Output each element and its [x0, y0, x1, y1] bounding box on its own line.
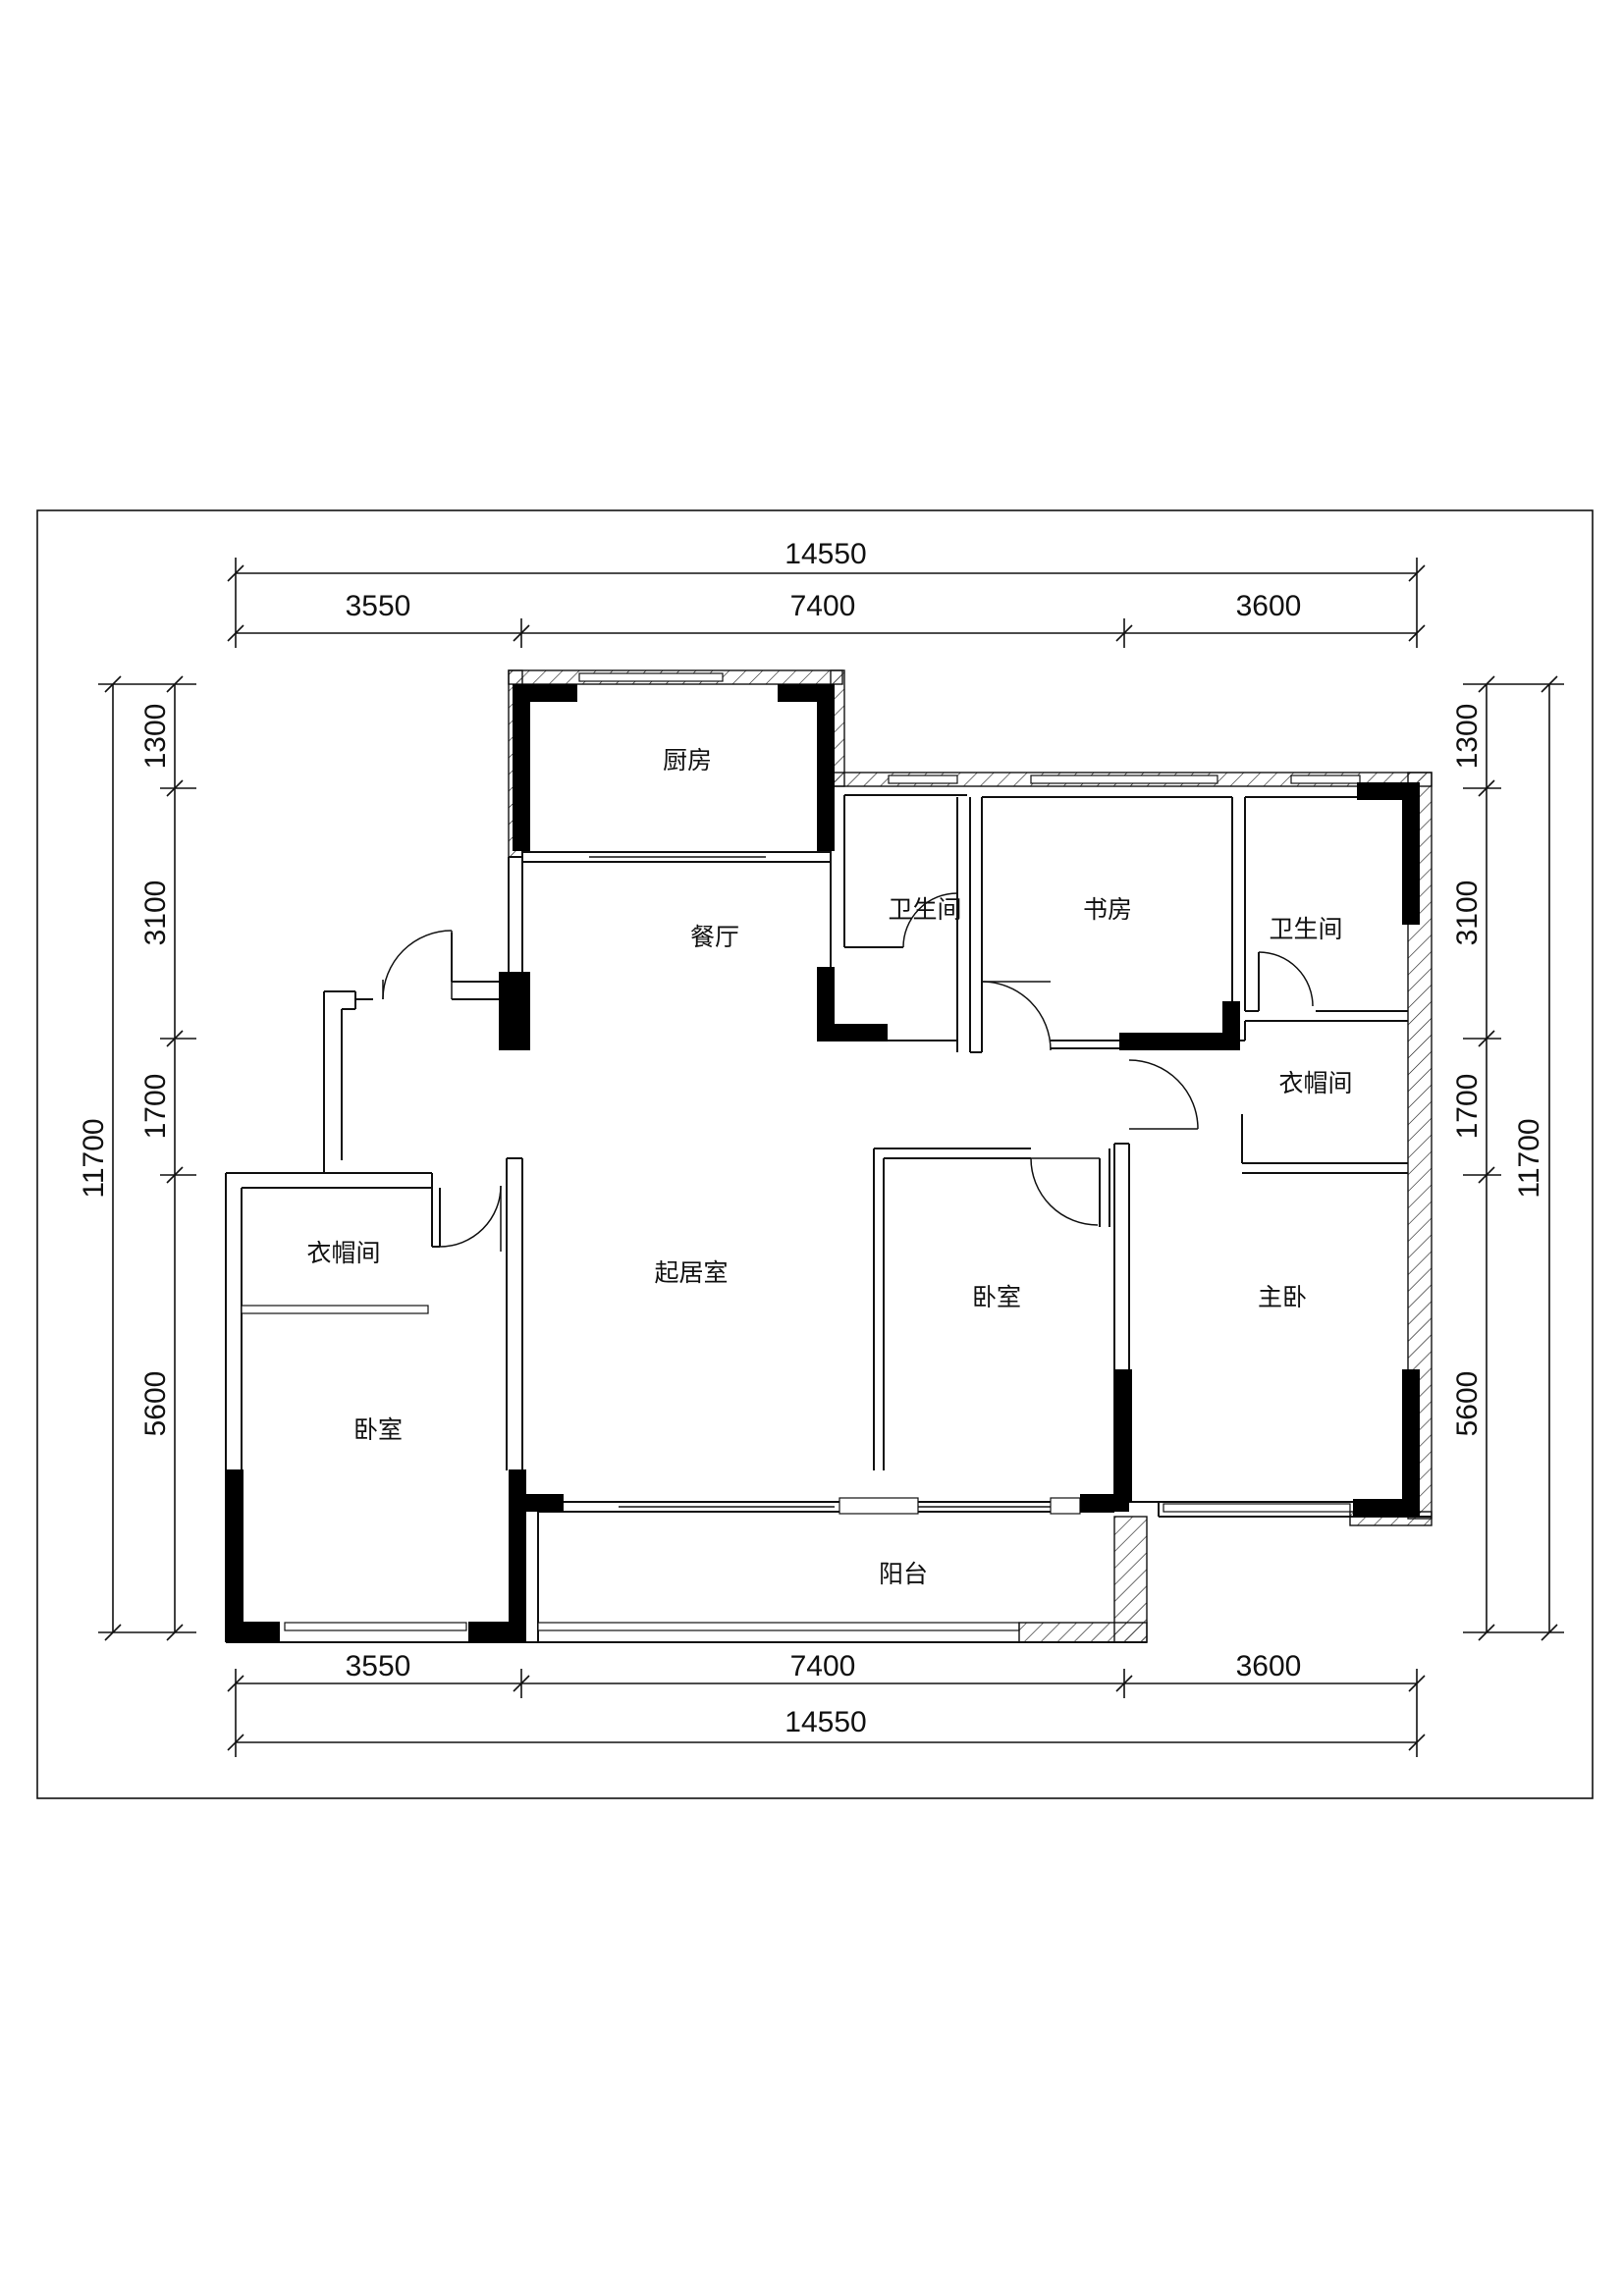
structural-columns: [226, 684, 1420, 1642]
room-bath-1-label: 卫生间: [888, 895, 961, 924]
room-study-label: 书房: [1083, 895, 1132, 924]
dimension-right: 1300 3100 1700 5600 11700: [1451, 675, 1564, 1641]
dim-bottom-seg-2: 7400: [790, 1650, 856, 1682]
dim-top-seg-1: 3550: [346, 590, 411, 622]
dimension-left: 11700 1300 3100 1700 5600: [78, 675, 196, 1641]
dim-left-seg-1: 1300: [139, 704, 172, 770]
dim-top-total: 14550: [784, 538, 866, 570]
dim-bottom-seg-1: 3550: [346, 1650, 411, 1682]
dim-top-seg-2: 7400: [790, 590, 856, 622]
dim-bottom-total: 14550: [784, 1706, 866, 1738]
room-bedroom-left-label: 卧室: [353, 1415, 403, 1444]
room-master-bedroom-label: 主卧: [1258, 1283, 1307, 1311]
room-labels: 厨房 餐厅 卫生间 书房 卫生间 衣帽间 衣帽间 起居室 卧室 主卧 卧室 阳台: [306, 746, 1352, 1588]
dim-top-seg-3: 3600: [1236, 590, 1302, 622]
drawing-frame: [36, 509, 1594, 1799]
door-study-icon: [981, 981, 1052, 1051]
door-master-bedroom-icon: [1128, 1059, 1199, 1130]
doors: [382, 892, 1314, 1252]
dim-left-seg-4: 5600: [139, 1371, 172, 1437]
room-cloakroom-right-label: 衣帽间: [1278, 1069, 1352, 1097]
door-cloakroom-left-icon: [439, 1185, 502, 1252]
door-bath-2-icon: [1258, 951, 1314, 1007]
room-living-label: 起居室: [654, 1258, 728, 1287]
room-bath-2-label: 卫生间: [1269, 915, 1342, 943]
room-kitchen-label: 厨房: [663, 746, 712, 774]
dimension-top: 14550 3550 7400 3600: [227, 538, 1426, 648]
room-bedroom-middle-label: 卧室: [972, 1283, 1021, 1311]
dim-left-seg-3: 1700: [139, 1074, 172, 1140]
door-bath-1-icon: [902, 892, 958, 948]
dimension-bottom: 3550 7400 3600 14550: [227, 1650, 1426, 1757]
dim-right-seg-2: 3100: [1451, 881, 1484, 946]
dim-left-total: 11700: [78, 1118, 110, 1198]
room-cloakroom-left-label: 衣帽间: [306, 1239, 380, 1267]
door-bedroom-middle-icon: [1030, 1157, 1100, 1226]
dim-left-seg-2: 3100: [139, 881, 172, 946]
dim-right-total: 11700: [1513, 1118, 1545, 1198]
dim-right-seg-3: 1700: [1451, 1074, 1484, 1140]
dim-bottom-seg-3: 3600: [1236, 1650, 1302, 1682]
room-balcony-label: 阳台: [879, 1560, 928, 1588]
door-entrance-icon: [382, 930, 453, 1000]
dim-right-seg-4: 5600: [1451, 1371, 1484, 1437]
dim-right-seg-1: 1300: [1451, 704, 1484, 770]
room-dining-label: 餐厅: [690, 923, 739, 951]
